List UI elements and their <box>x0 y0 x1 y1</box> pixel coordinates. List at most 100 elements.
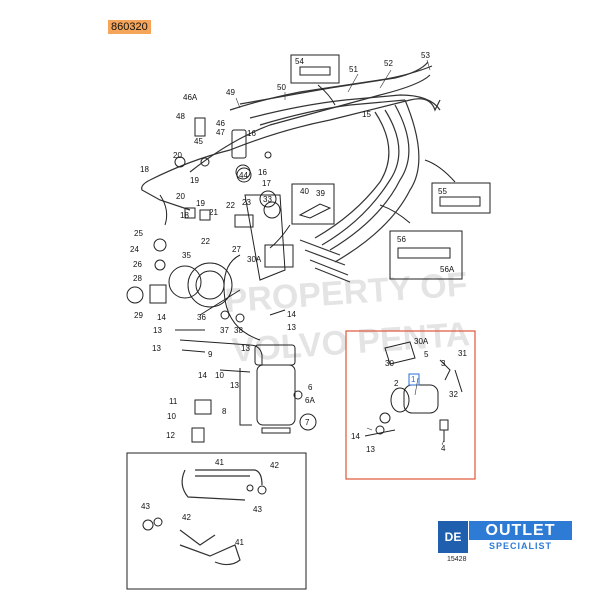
callout-8: 8 <box>222 407 227 416</box>
callout-32: 32 <box>449 390 458 399</box>
callout-25: 25 <box>134 229 143 238</box>
callout-1: 1 <box>411 375 416 384</box>
callout-28: 28 <box>133 274 142 283</box>
callout-46a: 46A <box>183 93 198 102</box>
callout-13d: 13 <box>241 344 250 353</box>
callout-31: 31 <box>458 349 467 358</box>
part-code-text: 860320 <box>111 21 148 33</box>
callout-19b: 19 <box>196 199 205 208</box>
clip-54-icon <box>299 66 331 76</box>
pipe-box-56 <box>389 230 463 280</box>
callout-23: 23 <box>242 198 251 207</box>
callout-42a: 42 <box>270 461 279 470</box>
callout-13b: 13 <box>287 323 296 332</box>
callout-29: 29 <box>134 311 143 320</box>
callout-22a: 22 <box>226 201 235 210</box>
callout-53: 53 <box>421 51 430 60</box>
callout-54: 54 <box>295 57 304 66</box>
brand-specialist: SPECIALIST <box>469 540 572 553</box>
callout-7-ring <box>299 413 317 431</box>
arrow-55 <box>424 159 456 183</box>
callout-50: 50 <box>277 83 286 92</box>
clip-box-55 <box>431 182 491 214</box>
clip-55-icon <box>439 196 481 207</box>
callout-36: 36 <box>197 313 206 322</box>
callout-20: 20 <box>173 151 182 160</box>
callout-14d: 14 <box>351 432 360 441</box>
callout-12: 12 <box>166 431 175 440</box>
callout-13a: 13 <box>153 326 162 335</box>
callout-2: 2 <box>394 379 399 388</box>
injection-pipe-bundle <box>141 61 441 283</box>
brand-logo: DE OUTLET SPECIALIST <box>438 521 572 553</box>
inset-box <box>126 452 307 590</box>
callout-3: 3 <box>441 359 446 368</box>
arrow-56 <box>379 204 411 224</box>
callout-41b: 41 <box>235 538 244 547</box>
callout-17: 17 <box>262 179 271 188</box>
callout-14a: 14 <box>157 313 166 322</box>
callout-33-ring <box>259 190 277 208</box>
callout-4: 4 <box>441 444 446 453</box>
callout-22b: 22 <box>201 237 210 246</box>
callout-16a: 16 <box>247 129 256 138</box>
feed-pump-detail <box>364 341 463 442</box>
callout-20b: 20 <box>176 192 185 201</box>
leader-lines <box>235 59 445 446</box>
highlight-box <box>345 330 476 480</box>
bracket-box-39-40 <box>291 183 335 225</box>
callout-30a2: 30A <box>414 337 429 346</box>
clip-box-54 <box>290 54 340 84</box>
return-line-detail <box>142 469 267 566</box>
callout-6a: 6A <box>305 396 315 405</box>
callout-42b: 42 <box>182 513 191 522</box>
callout-24: 24 <box>130 245 139 254</box>
brand-de: DE <box>438 521 468 553</box>
callout-45: 45 <box>194 137 203 146</box>
callout-52: 52 <box>384 59 393 68</box>
callout-21: 21 <box>209 208 218 217</box>
callout-15: 15 <box>362 110 371 119</box>
callout-10b: 10 <box>167 412 176 421</box>
arrow-39 <box>269 224 291 249</box>
callout-56: 56 <box>397 235 406 244</box>
bracket-40-icon <box>298 203 332 219</box>
callout-14b: 14 <box>287 310 296 319</box>
callout-14c: 14 <box>198 371 207 380</box>
callout-1-box <box>408 373 420 386</box>
callout-51: 51 <box>349 65 358 74</box>
callout-49: 49 <box>226 88 235 97</box>
callout-46: 46 <box>216 119 225 128</box>
callout-5: 5 <box>424 350 429 359</box>
callout-13f: 13 <box>366 445 375 454</box>
callout-48: 48 <box>176 112 185 121</box>
callout-26: 26 <box>133 260 142 269</box>
callout-47: 47 <box>216 128 225 137</box>
callout-33: 33 <box>263 195 272 204</box>
callout-9: 9 <box>208 350 213 359</box>
callout-18b: 18 <box>180 211 189 220</box>
brand-outlet: OUTLET <box>469 521 572 540</box>
callout-16b: 16 <box>258 168 267 177</box>
callout-18: 18 <box>140 165 149 174</box>
callout-27: 27 <box>232 245 241 254</box>
callout-55: 55 <box>438 187 447 196</box>
callout-56a: 56A <box>440 265 455 274</box>
callout-35: 35 <box>182 251 191 260</box>
callout-40: 40 <box>300 187 309 196</box>
callout-44-ring <box>236 167 252 183</box>
callout-37: 37 <box>220 326 229 335</box>
callout-7: 7 <box>305 418 310 427</box>
callout-19a: 19 <box>190 176 199 185</box>
fuel-filter-assembly <box>175 254 303 443</box>
callout-44: 44 <box>239 171 248 180</box>
callout-6: 6 <box>308 383 313 392</box>
part-code-tag: 860320 <box>108 20 151 34</box>
pipe-56-icon <box>397 247 451 259</box>
callout-43a: 43 <box>253 505 262 514</box>
arrow-54 <box>317 84 336 106</box>
callout-13c: 13 <box>152 344 161 353</box>
callout-39: 39 <box>316 189 325 198</box>
callout-30a1: 30A <box>247 255 262 264</box>
